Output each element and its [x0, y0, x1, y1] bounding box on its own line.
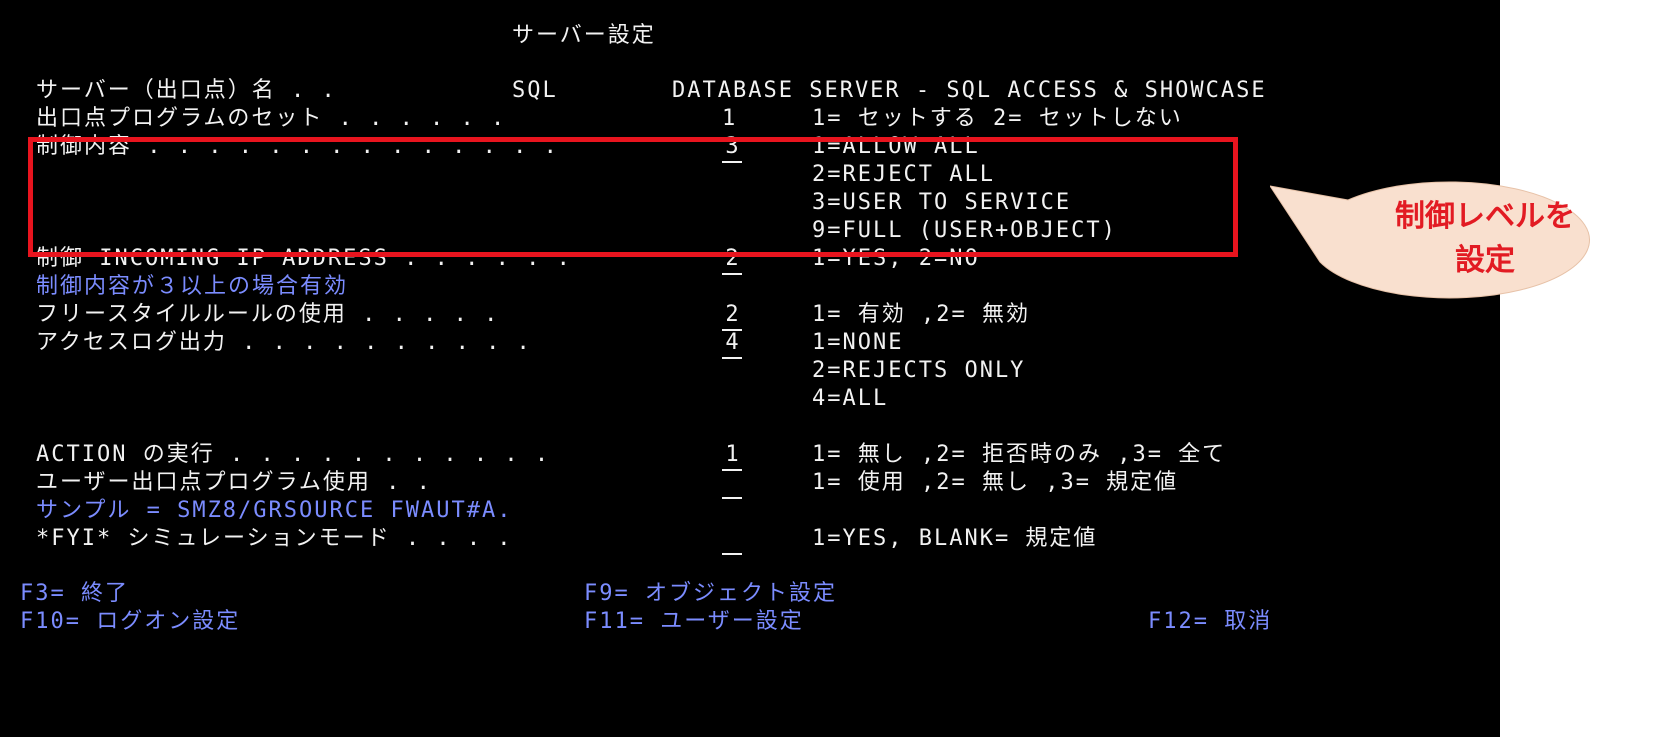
freestyle-input[interactable] [722, 301, 742, 331]
control-option-3: 3=USER TO SERVICE [812, 190, 1072, 215]
freestyle-label: フリースタイルルールの使用 . . . . . [36, 302, 500, 327]
access-log-input[interactable] [722, 329, 742, 359]
exit-set-value: 1 [722, 106, 738, 131]
fyi-sim-option: 1=YES, BLANK= 規定値 [812, 526, 1098, 551]
action-input[interactable] [722, 441, 742, 471]
access-log-option-2: 2=REJECTS ONLY [812, 358, 1026, 383]
control-note: 制御内容が３以上の場合有効 [36, 274, 349, 299]
control-option-9: 9=FULL (USER+OBJECT) [812, 218, 1117, 243]
access-log-label: アクセスログ出力 . . . . . . . . . . [36, 330, 532, 355]
screen-title: サーバー設定 [512, 23, 656, 48]
server-description: DATABASE SERVER - SQL ACCESS & SHOWCASE [672, 78, 1267, 103]
freestyle-option: 1= 有効 ,2= 無効 [812, 302, 1030, 327]
user-exit-option: 1= 使用 ,2= 無し ,3= 規定値 [812, 470, 1179, 495]
terminal-screen: サーバー設定 サーバー（出口点）名 . . SQL DATABASE SERVE… [0, 0, 1500, 737]
f11-user-settings-key[interactable]: F11= ユーザー設定 [584, 609, 804, 634]
control-highlight-box [28, 137, 1238, 257]
f10-logon-settings-key[interactable]: F10= ログオン設定 [20, 609, 241, 634]
fyi-sim-input[interactable] [722, 525, 742, 555]
callout-text: 制御レベルを 設定 [1395, 199, 1575, 278]
server-name-label: サーバー（出口点）名 . . [36, 78, 337, 103]
exit-set-label: 出口点プログラムのセット . . . . . . [36, 106, 507, 131]
f9-object-settings-key[interactable]: F9= オブジェクト設定 [584, 581, 837, 606]
control-option-2: 2=REJECT ALL [812, 162, 995, 187]
exit-set-option: 1= セットする 2= セットしない [812, 106, 1183, 131]
action-option: 1= 無し ,2= 拒否時のみ ,3= 全て [812, 442, 1227, 467]
callout-bubble [1270, 181, 1590, 299]
f3-exit-key[interactable]: F3= 終了 [20, 581, 129, 606]
access-log-option-4: 4=ALL [812, 386, 889, 411]
incoming-ip-option: 1=YES, 2=NO [812, 246, 980, 271]
fyi-sim-label: *FYI* シミュレーションモード . . . . [36, 526, 513, 551]
f12-cancel-key[interactable]: F12= 取消 [1148, 609, 1273, 634]
sample-note: サンプル = SMZ8/GRSOURCE FWAUT#A. [36, 498, 513, 523]
access-log-option-1: 1=NONE [812, 330, 904, 355]
user-exit-input[interactable] [722, 469, 742, 499]
action-label: ACTION の実行 . . . . . . . . . . . [36, 442, 551, 467]
server-name-value: SQL [512, 78, 558, 103]
user-exit-label: ユーザー出口点プログラム使用 . . [36, 470, 432, 495]
